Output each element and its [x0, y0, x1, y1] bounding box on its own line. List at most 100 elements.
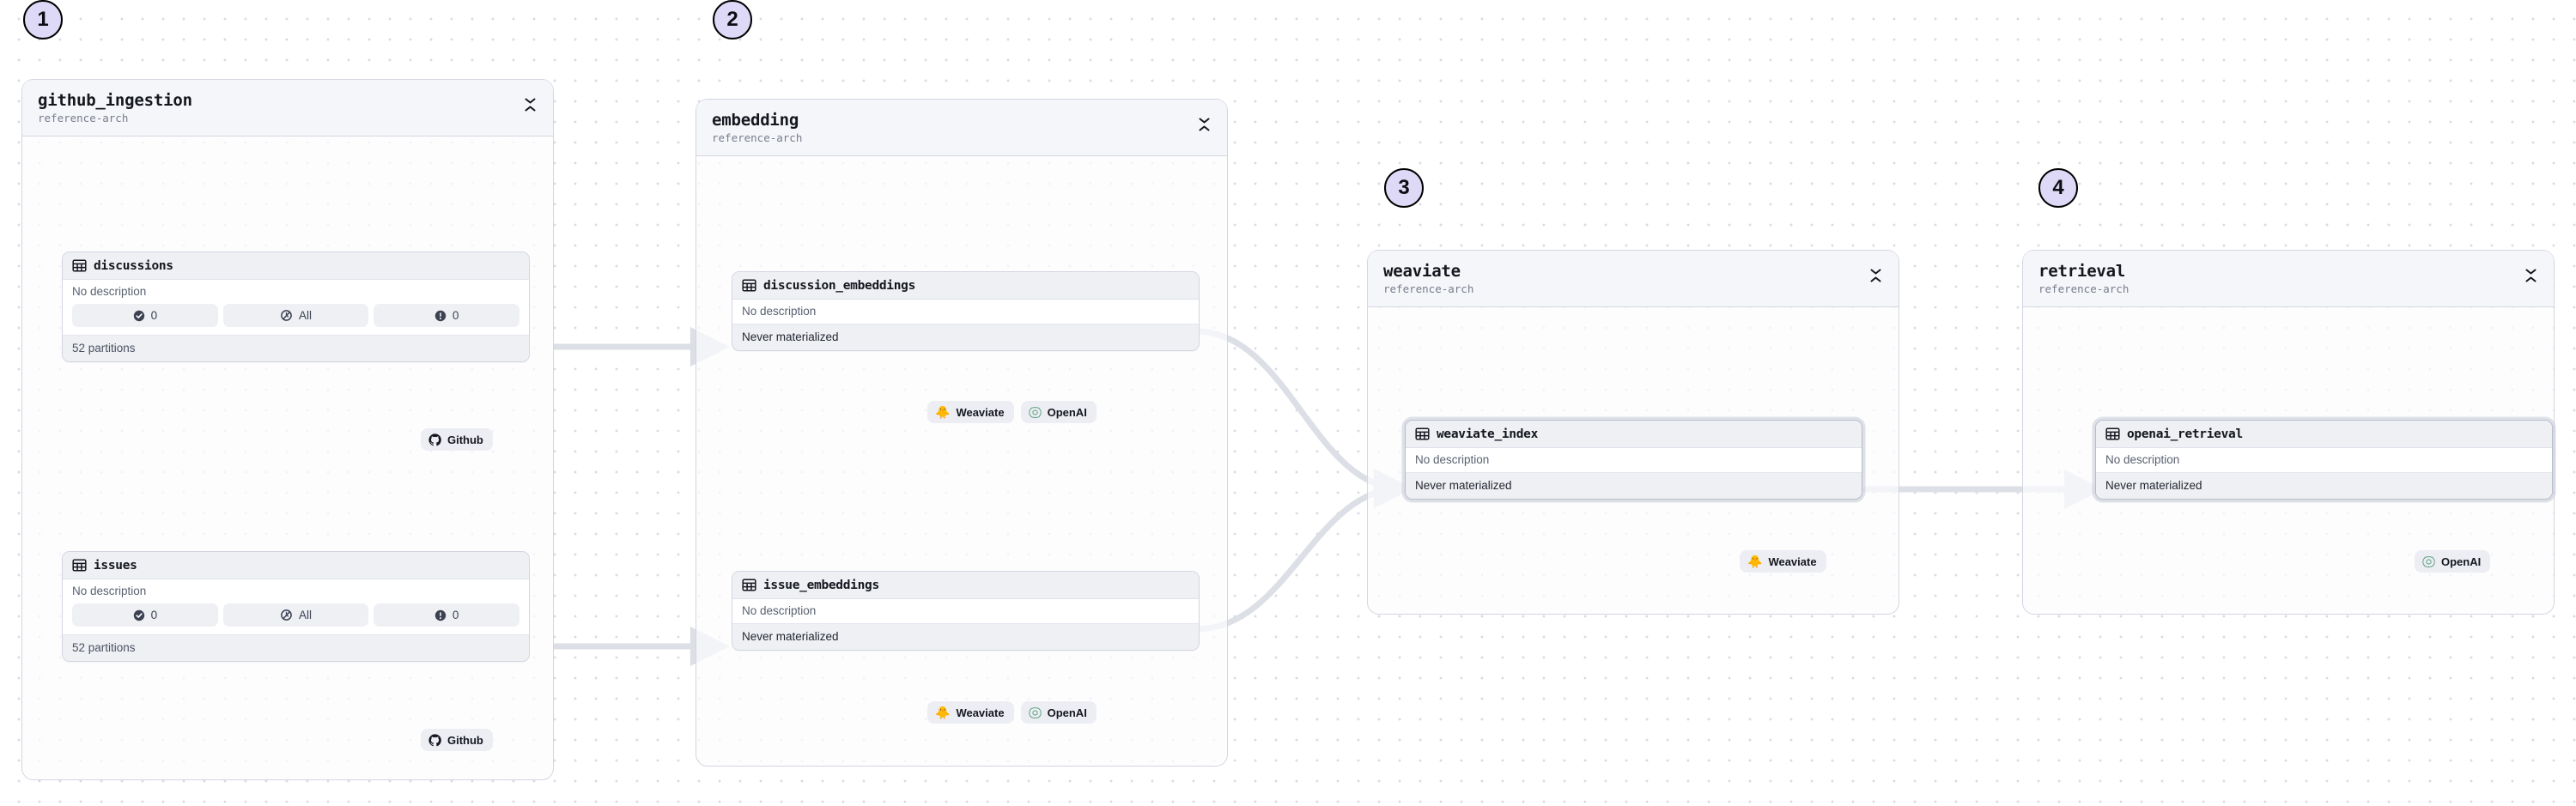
asset-node-issue-embeddings[interactable]: issue_embeddings No description Never ma… [732, 571, 1200, 651]
kind-row-discussions: Github [421, 428, 493, 451]
asset-status: Never materialized [732, 324, 1199, 350]
chevron-collapse-icon[interactable] [1196, 115, 1212, 134]
kind-chip-label: Github [447, 733, 483, 747]
group-github-ingestion[interactable]: github_ingestion reference-arch [21, 79, 554, 780]
stat-pill-freshness[interactable]: All [222, 603, 369, 627]
group-header-retrieval[interactable]: retrieval reference-arch [2023, 251, 2554, 307]
asset-node-issues[interactable]: issues No description 0 All [62, 551, 530, 662]
asset-header[interactable]: discussions [63, 252, 529, 280]
asset-header[interactable]: issues [63, 552, 529, 579]
step-badge-1: 1 [23, 0, 63, 39]
group-title: github_ingestion [38, 91, 192, 110]
stat-value: All [299, 309, 313, 322]
asset-status: Never materialized [1406, 472, 1862, 499]
stat-pill-freshness[interactable]: All [222, 304, 369, 327]
github-icon [428, 433, 441, 445]
group-subtitle: reference-arch [712, 130, 803, 144]
kind-chip-label: OpenAI [1047, 706, 1087, 719]
table-icon [1415, 427, 1430, 440]
check-circle-icon [133, 310, 144, 321]
kind-chip-github[interactable]: Github [421, 729, 493, 751]
asset-status: Never materialized [732, 623, 1199, 650]
group-embedding[interactable]: embedding reference-arch [696, 99, 1228, 767]
table-icon [72, 559, 87, 572]
kind-chip-weaviate[interactable]: 🐥 Weaviate [1740, 550, 1826, 573]
alert-circle-icon [434, 310, 447, 321]
kind-row-openai-retrieval: OpenAI [2415, 550, 2491, 573]
asset-description: No description [63, 579, 529, 603]
asset-title: discussion_embeddings [763, 278, 916, 293]
weaviate-icon: 🐥 [935, 405, 951, 419]
asset-header[interactable]: discussion_embeddings [732, 272, 1199, 300]
stat-value: 0 [452, 609, 459, 621]
asset-description: No description [2096, 448, 2552, 472]
asset-description: No description [732, 599, 1199, 623]
asset-description: No description [732, 300, 1199, 324]
asset-node-openai-retrieval[interactable]: openai_retrieval No description Never ma… [2095, 420, 2553, 500]
asset-node-discussions[interactable]: discussions No description 0 All [62, 251, 530, 362]
kind-chip-openai[interactable]: OpenAI [1020, 401, 1097, 423]
step-badge-4: 4 [2038, 168, 2078, 208]
stat-pill-checks[interactable]: 0 [72, 603, 218, 627]
step-badge-2: 2 [713, 0, 752, 39]
kind-row-issues: Github [421, 729, 493, 751]
weaviate-icon: 🐥 [1747, 555, 1763, 568]
kind-chip-openai[interactable]: OpenAI [1020, 701, 1097, 724]
stat-value: 0 [150, 609, 158, 621]
kind-chip-label: OpenAI [2441, 555, 2482, 568]
chevron-collapse-icon[interactable] [1868, 266, 1883, 285]
openai-icon [1028, 406, 1042, 418]
table-icon [742, 579, 756, 591]
asset-title: discussions [94, 258, 173, 273]
group-title: retrieval [2038, 262, 2126, 281]
kind-chip-label: OpenAI [1047, 405, 1087, 419]
weaviate-icon: 🐥 [935, 706, 951, 719]
group-title: weaviate [1383, 262, 1461, 281]
kind-chip-label: Weaviate [956, 405, 1005, 419]
asset-header[interactable]: weaviate_index [1406, 421, 1862, 448]
kind-chip-label: Weaviate [1768, 555, 1817, 568]
asset-header[interactable]: issue_embeddings [732, 572, 1199, 599]
kind-chip-label: Github [447, 433, 483, 446]
github-icon [428, 733, 441, 746]
asset-partitions: 52 partitions [63, 634, 529, 661]
group-subtitle: reference-arch [1383, 282, 1474, 295]
asset-partitions: 52 partitions [63, 335, 529, 361]
asset-title: issues [94, 558, 137, 573]
chevron-collapse-icon[interactable] [522, 95, 538, 114]
asset-title: openai_retrieval [2127, 427, 2243, 441]
kind-row-issue-embeddings: 🐥 Weaviate OpenAI [927, 701, 1097, 724]
freshness-slash-icon [281, 310, 292, 321]
group-header-embedding[interactable]: embedding reference-arch [696, 100, 1227, 156]
stat-value: 0 [452, 309, 459, 322]
kind-row-discussion-embeddings: 🐥 Weaviate OpenAI [927, 401, 1097, 423]
check-circle-icon [133, 609, 144, 621]
openai-icon [1028, 706, 1042, 718]
group-title: embedding [712, 111, 799, 130]
kind-chip-label: Weaviate [956, 706, 1005, 719]
stat-pill-alerts[interactable]: 0 [374, 304, 520, 327]
chevron-collapse-icon[interactable] [2523, 266, 2538, 285]
openai-icon [2422, 555, 2435, 567]
asset-status: Never materialized [2096, 472, 2552, 499]
group-header-github-ingestion[interactable]: github_ingestion reference-arch [22, 80, 553, 136]
table-icon [72, 259, 87, 272]
table-icon [2105, 427, 2120, 440]
asset-title: issue_embeddings [763, 578, 879, 592]
kind-chip-openai[interactable]: OpenAI [2415, 550, 2491, 573]
group-subtitle: reference-arch [38, 111, 129, 124]
asset-node-discussion-embeddings[interactable]: discussion_embeddings No description Nev… [732, 271, 1200, 351]
asset-header[interactable]: openai_retrieval [2096, 421, 2552, 448]
kind-chip-github[interactable]: Github [421, 428, 493, 451]
asset-description: No description [63, 280, 529, 304]
kind-row-weaviate-index: 🐥 Weaviate [1740, 550, 1826, 573]
kind-chip-weaviate[interactable]: 🐥 Weaviate [927, 401, 1014, 423]
group-subtitle: reference-arch [2038, 282, 2129, 295]
group-header-weaviate[interactable]: weaviate reference-arch [1368, 251, 1899, 307]
stat-pill-checks[interactable]: 0 [72, 304, 218, 327]
kind-chip-weaviate[interactable]: 🐥 Weaviate [927, 701, 1014, 724]
stat-value: All [299, 609, 313, 621]
stat-pill-alerts[interactable]: 0 [374, 603, 520, 627]
asset-node-weaviate-index[interactable]: weaviate_index No description Never mate… [1405, 420, 1862, 500]
